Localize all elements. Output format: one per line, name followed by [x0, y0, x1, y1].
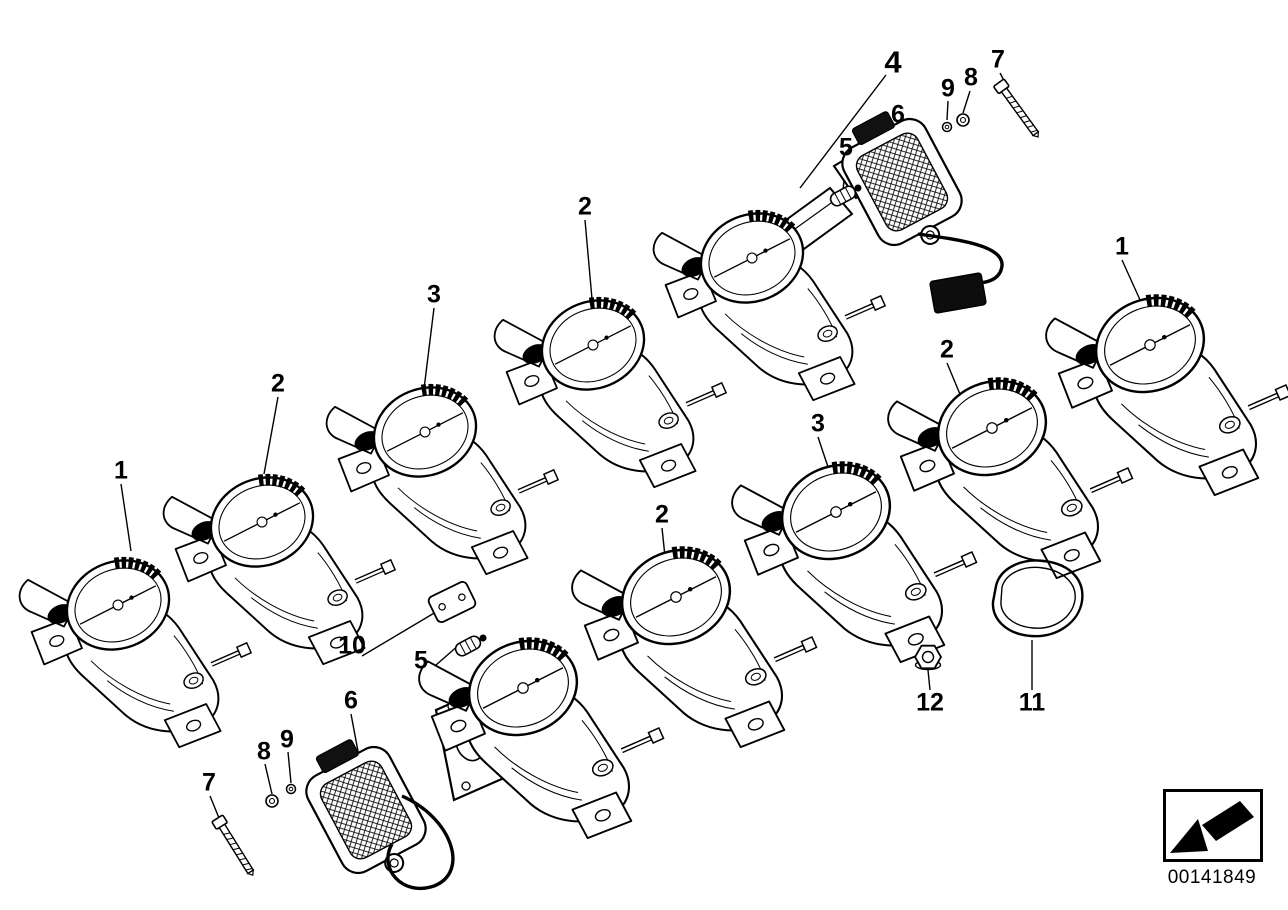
callout-washer-large-top[interactable]: 8: [964, 63, 978, 92]
callout-row2-unit-right[interactable]: 2: [940, 335, 954, 364]
callout-washer-large-bottom[interactable]: 8: [257, 737, 271, 766]
callout-row1-unit1[interactable]: 1: [114, 456, 128, 485]
callout-motor-bottom[interactable]: 6: [344, 686, 358, 715]
callout-row1-unit3[interactable]: 3: [427, 280, 441, 309]
callout-actuator-assembly[interactable]: 4: [884, 44, 902, 80]
catalog-logo: [1163, 789, 1263, 862]
callout-row2-unit-left[interactable]: 2: [655, 500, 669, 529]
throttle-body-r1u5-drawing: [654, 198, 886, 400]
callout-washer-small-bottom[interactable]: 9: [280, 725, 294, 754]
callout-washer-small-top[interactable]: 9: [941, 74, 955, 103]
washers-bottom-drawing: [265, 783, 297, 808]
screw-bottom-drawing: [210, 814, 260, 880]
callout-cover-plate[interactable]: 10: [338, 631, 366, 660]
screw-top-drawing: [992, 78, 1045, 142]
actuator-motor-bottom-drawing: [291, 725, 441, 894]
throttle-body-right-drawing: [1046, 282, 1288, 495]
callout-motor-top[interactable]: 6: [891, 100, 905, 129]
callout-row1-unit4[interactable]: 2: [578, 192, 592, 221]
callout-spring-top[interactable]: 5: [839, 133, 853, 162]
callout-row1-right-unit[interactable]: 1: [1115, 232, 1129, 261]
callout-screw-bottom[interactable]: 7: [202, 768, 216, 797]
actuator-cable-bottom-drawing: [386, 794, 455, 890]
callout-spring-bottom[interactable]: 5: [414, 646, 428, 675]
arrow-down-left-icon: [1170, 801, 1254, 853]
gasket-drawing: [991, 559, 1084, 638]
throttle-body-r1u4-drawing: [495, 285, 727, 487]
callout-row2-unit-mid[interactable]: 3: [811, 409, 825, 438]
cover-plate-drawing: [427, 580, 477, 624]
callout-screw-top[interactable]: 7: [991, 45, 1005, 74]
actuator-cable-drawing: [917, 232, 1004, 285]
callout-gasket[interactable]: 11: [1018, 688, 1046, 717]
callout-row1-unit2[interactable]: 2: [271, 369, 285, 398]
hex-nut-drawing: [913, 644, 943, 671]
callout-hex-nut[interactable]: 12: [916, 688, 944, 717]
cable-connector-drawing: [929, 272, 987, 314]
washers-top-drawing: [941, 113, 970, 133]
spring-pin-bottom-drawing: [452, 629, 490, 659]
catalog-number: 00141849: [1167, 867, 1257, 888]
